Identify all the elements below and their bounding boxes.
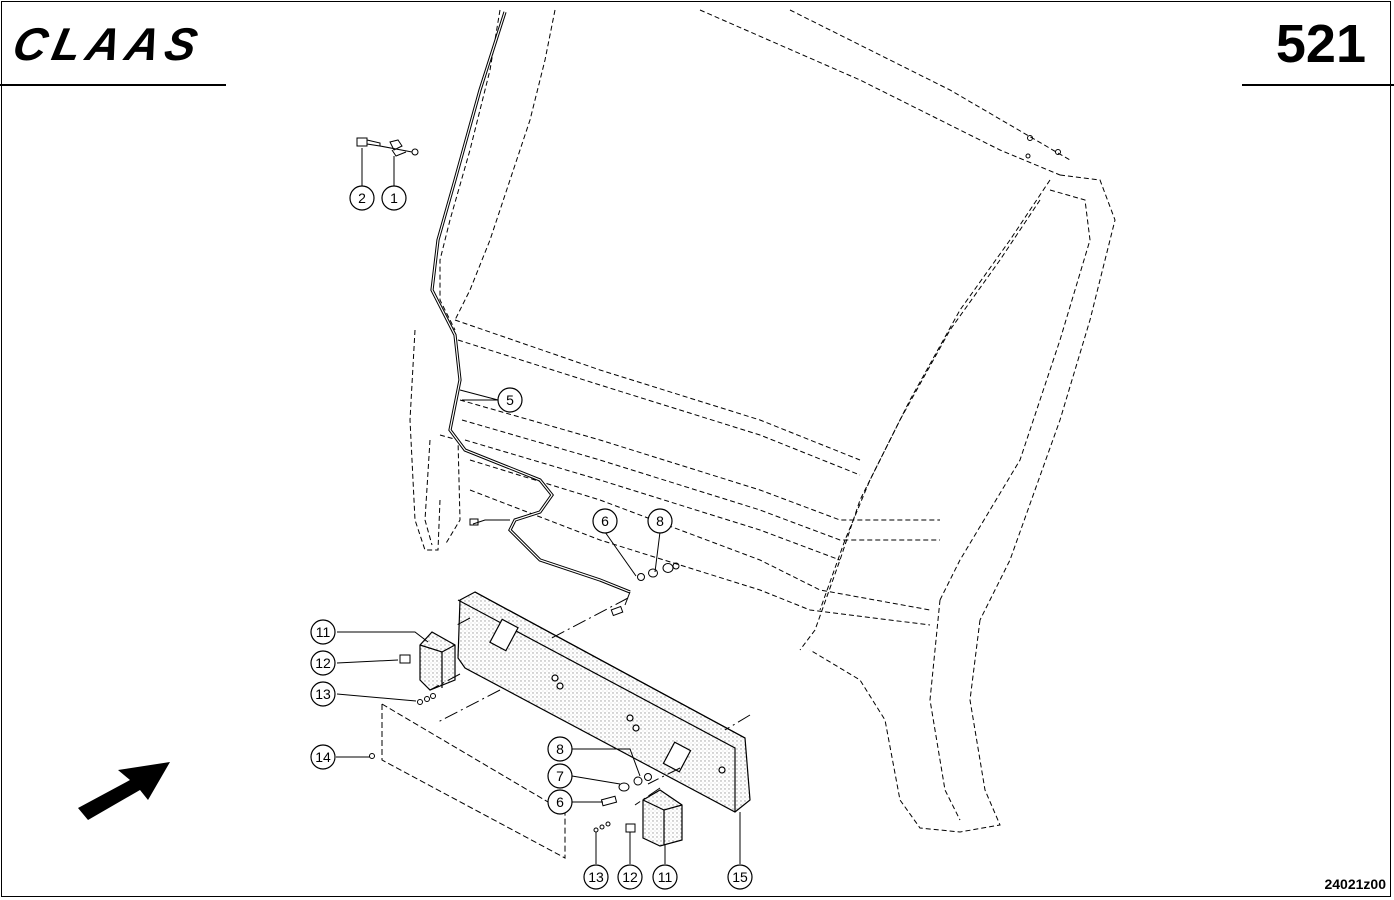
callout-11: 11 xyxy=(652,864,678,890)
bolt-and-clip-parts xyxy=(356,137,419,157)
callout-12: 12 xyxy=(310,650,336,676)
callout-7: 7 xyxy=(547,763,573,789)
callout-label: 14 xyxy=(315,749,331,765)
callout-6: 6 xyxy=(547,789,573,815)
callout-circle xyxy=(727,864,753,890)
callout-6: 6 xyxy=(592,508,618,534)
cab-screws xyxy=(1025,135,1061,159)
license-plate-outline xyxy=(381,703,566,859)
lamp-left xyxy=(419,631,456,691)
fasteners xyxy=(369,562,680,833)
callout-label: 2 xyxy=(358,190,366,206)
callout-circle xyxy=(583,864,609,890)
callout-circle xyxy=(310,619,336,645)
callout-5: 5 xyxy=(497,387,523,413)
callout-circle xyxy=(617,864,643,890)
cab-outline xyxy=(409,9,1116,833)
callout-circle xyxy=(349,185,375,211)
callout-label: 5 xyxy=(506,392,514,408)
callout-12: 12 xyxy=(617,864,643,890)
callout-label: 13 xyxy=(315,686,331,702)
direction-arrow-icon xyxy=(78,762,170,820)
callout-label: 13 xyxy=(588,869,604,885)
light-bracket-bar xyxy=(457,591,751,813)
callout-label: 8 xyxy=(656,513,664,529)
callout-circle xyxy=(310,681,336,707)
callout-circle xyxy=(547,736,573,762)
cable-harness xyxy=(430,11,631,617)
callout-circle xyxy=(310,744,336,770)
callout-8: 8 xyxy=(547,736,573,762)
callout-11: 11 xyxy=(310,619,336,645)
callout-circle xyxy=(647,508,673,534)
callout-circle xyxy=(547,789,573,815)
callout-circle xyxy=(547,763,573,789)
callout-label: 8 xyxy=(556,741,564,757)
callout-14: 14 xyxy=(310,744,336,770)
callout-label: 15 xyxy=(732,869,748,885)
callout-label: 6 xyxy=(601,513,609,529)
callout-label: 11 xyxy=(658,869,673,885)
callout-13: 13 xyxy=(310,681,336,707)
callout-label: 12 xyxy=(315,655,331,671)
callout-label: 12 xyxy=(622,869,638,885)
assembly-centerlines xyxy=(429,597,751,806)
leader-lines xyxy=(336,148,741,864)
callout-circle xyxy=(652,864,678,890)
callout-label: 6 xyxy=(556,794,564,810)
callout-circle xyxy=(381,185,407,211)
callout-circle xyxy=(592,508,618,534)
callout-2: 2 xyxy=(349,185,375,211)
header-rule-left xyxy=(0,84,226,86)
callout-13: 13 xyxy=(583,864,609,890)
callout-8: 8 xyxy=(647,508,673,534)
callout-label: 1 xyxy=(390,190,398,206)
callout-label: 7 xyxy=(556,768,564,784)
callout-1: 1 xyxy=(381,185,407,211)
lamp-right xyxy=(642,789,683,847)
callout-15: 15 xyxy=(727,864,753,890)
callout-label: 11 xyxy=(316,624,331,640)
callout-circle xyxy=(310,650,336,676)
callout-circle xyxy=(497,387,523,413)
header-rule-right xyxy=(1242,84,1394,86)
drawing-code: 24021z00 xyxy=(1324,876,1386,892)
page-number: 521 xyxy=(1275,14,1366,74)
